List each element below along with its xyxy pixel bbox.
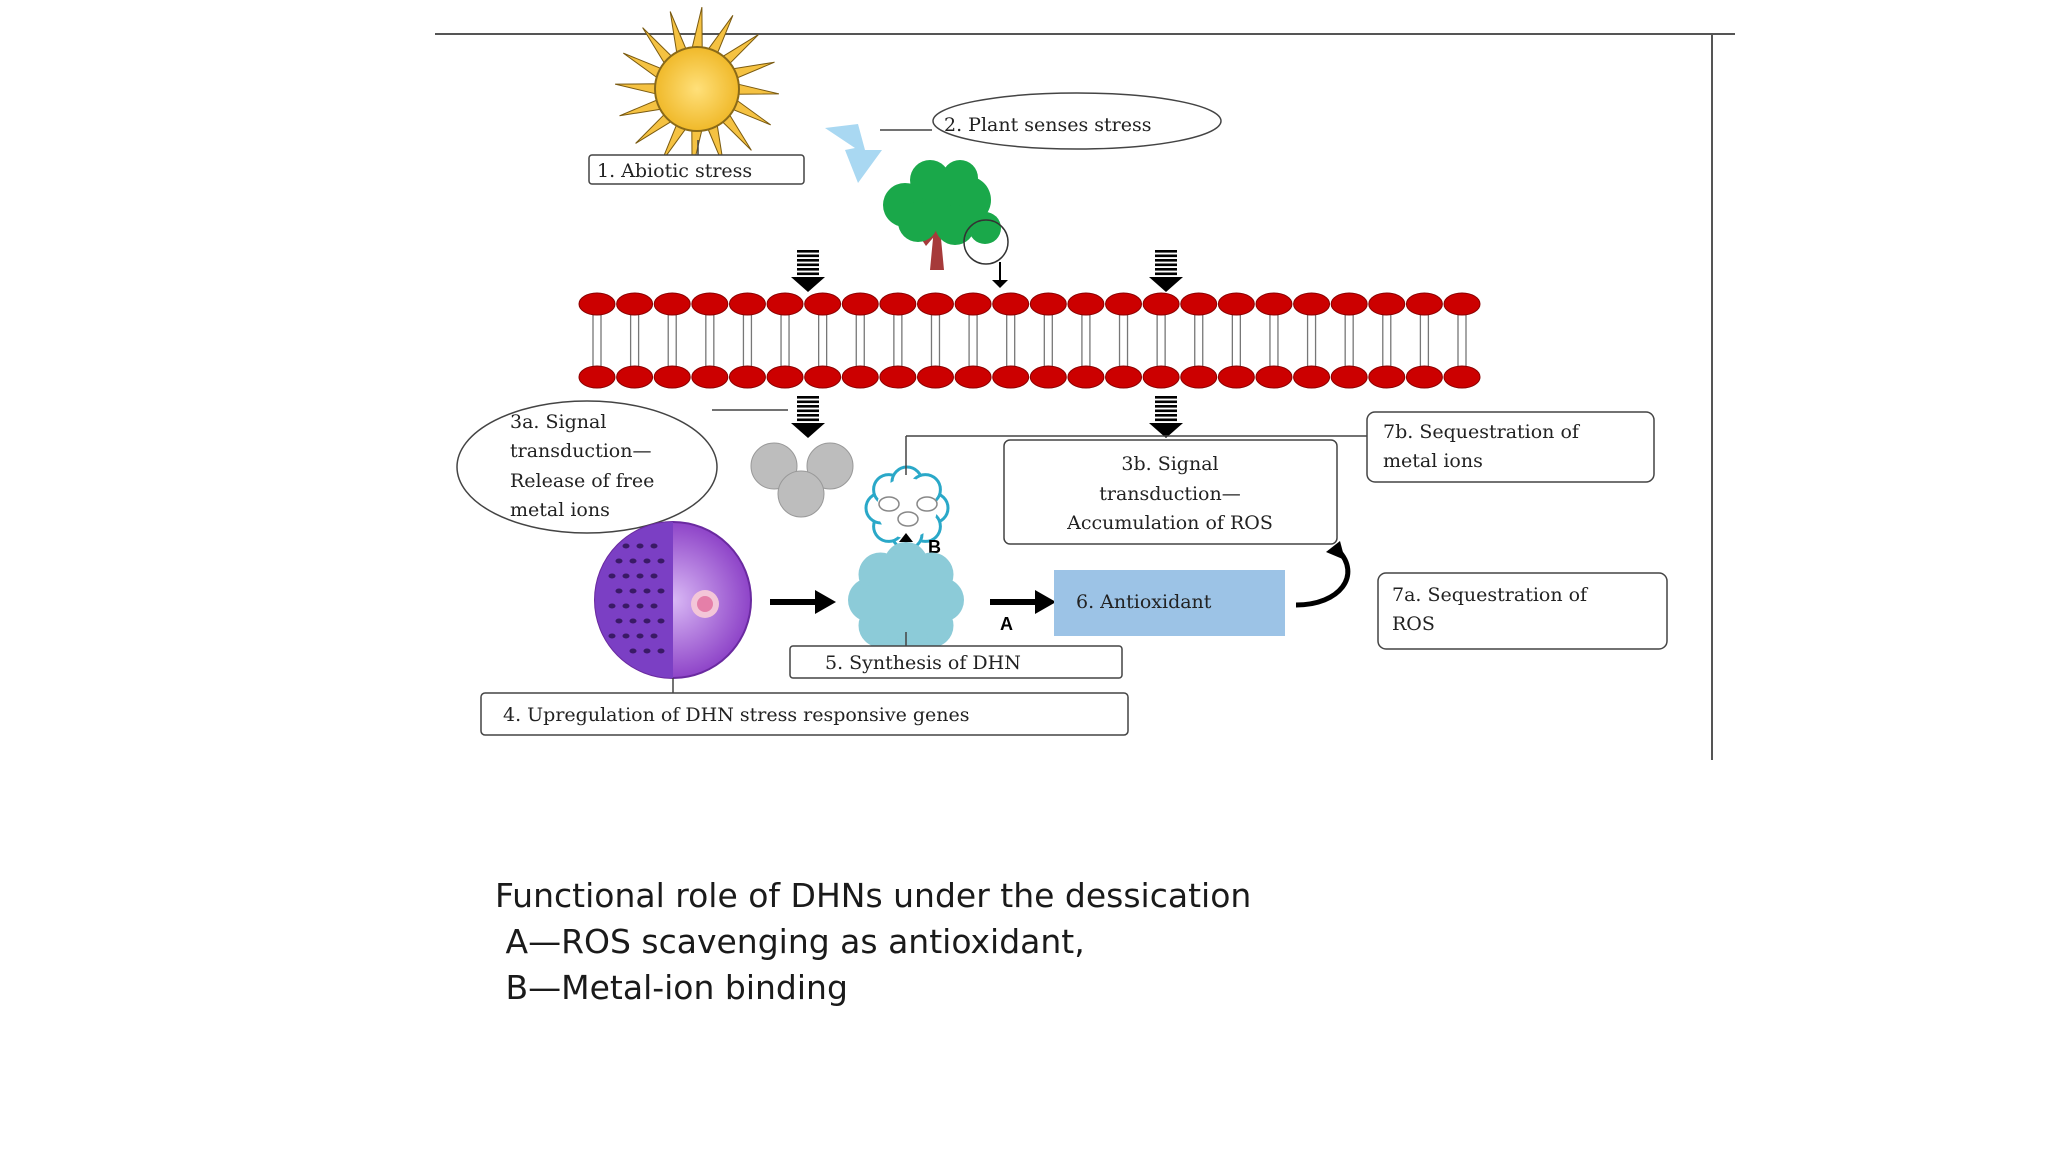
tree-icon xyxy=(883,160,1001,270)
figure-caption: Functional role of DHNs under the dessic… xyxy=(495,873,1251,1011)
cell-nucleus-icon xyxy=(594,521,752,679)
cell-membrane xyxy=(578,292,1481,389)
signal-3a-line4: metal ions xyxy=(510,499,610,521)
arrow-a-label: A xyxy=(1000,614,1013,634)
abiotic-stress-label: 1. Abiotic stress xyxy=(597,160,752,182)
antioxidant-label: 6. Antioxidant xyxy=(1076,591,1212,613)
signal-3b-line3: Accumulation of ROS xyxy=(1066,512,1273,534)
wind-streak-icon xyxy=(825,124,882,183)
signal-3a-line1: 3a. Signal xyxy=(510,411,606,433)
sun-icon xyxy=(614,6,780,172)
signal-arrows xyxy=(791,250,1183,438)
signal-3b-box xyxy=(1003,439,1338,545)
arrow-b-label: B xyxy=(928,537,941,557)
upregulation-box xyxy=(480,692,1129,736)
seq-metal-line2: metal ions xyxy=(1383,450,1483,472)
signal-3b-line1: 3b. Signal xyxy=(1121,453,1218,475)
abiotic-stress-box xyxy=(588,154,805,185)
seq-metal-line1: 7b. Sequestration of xyxy=(1383,421,1581,443)
curved-arrow-ros-head xyxy=(1326,541,1345,560)
antioxidant-box xyxy=(1054,570,1285,636)
plant-senses-bubble xyxy=(932,92,1222,150)
curved-arrow-ros xyxy=(1295,548,1351,608)
arrow-b-head xyxy=(899,533,913,542)
signal-3a-bubble xyxy=(456,400,718,534)
synthesis-box xyxy=(789,645,1123,679)
signal-3b-line2: transduction— xyxy=(1099,483,1240,505)
seq-ros-line2: ROS xyxy=(1392,613,1435,635)
signal-3a-line3: Release of free xyxy=(510,470,654,492)
seq-ros-line1: 7a. Sequestration of xyxy=(1392,584,1589,606)
metal-ions-icon xyxy=(750,442,854,518)
dhn-metal-complex-icon xyxy=(864,465,950,551)
plant-senses-label: 2. Plant senses stress xyxy=(944,114,1152,136)
caption-line-1: Functional role of DHNs under the dessic… xyxy=(495,876,1252,915)
seq-metal-box xyxy=(1366,411,1655,483)
caption-line-2: A—ROS scavenging as antioxidant, xyxy=(495,922,1085,961)
signal-3a-line2: transduction— xyxy=(510,440,651,462)
dhn-protein-icon xyxy=(848,542,964,658)
leaf-arrow-head xyxy=(992,280,1008,288)
synthesis-label: 5. Synthesis of DHN xyxy=(825,652,1021,674)
upregulation-label: 4. Upregulation of DHN stress responsive… xyxy=(503,704,970,726)
seq-ros-box xyxy=(1377,572,1668,650)
caption-line-3: B—Metal-ion binding xyxy=(495,968,848,1007)
leaf-zoom-circle xyxy=(963,219,1009,265)
arrow-cell-dhn-head xyxy=(815,590,836,614)
arrow-a-head xyxy=(1035,590,1056,614)
